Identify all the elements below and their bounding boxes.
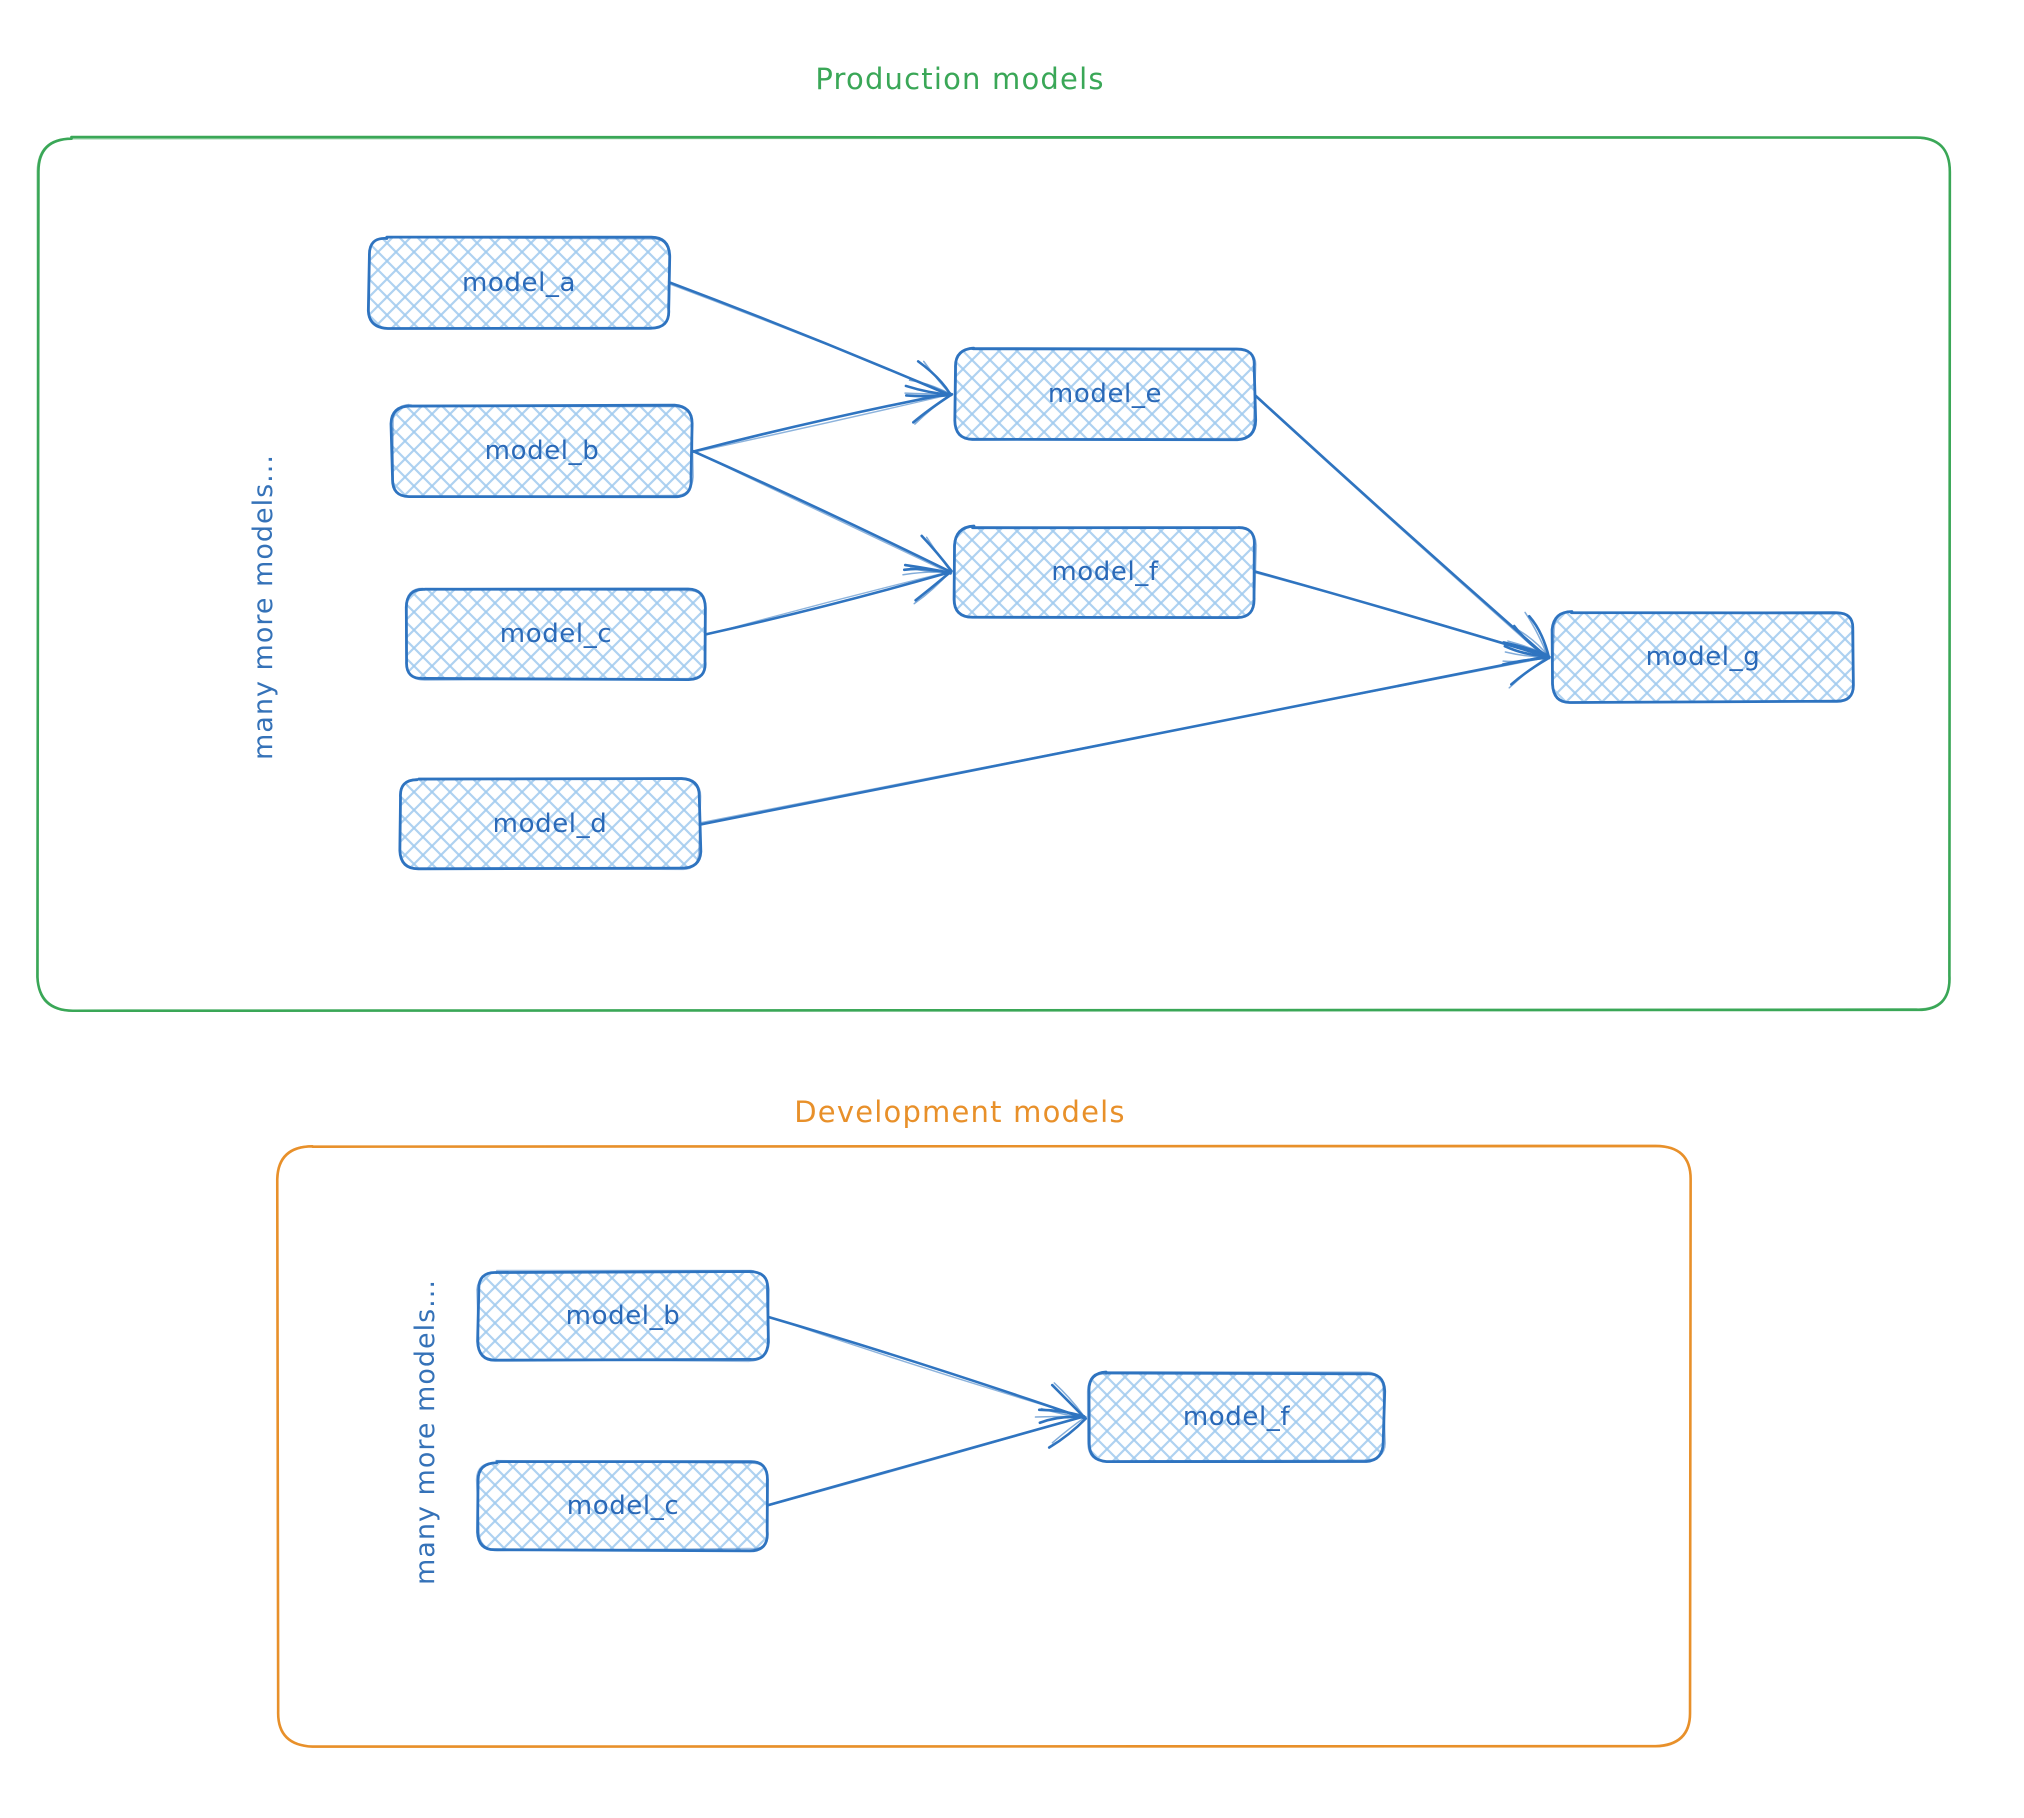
node-model_d[interactable] [398,777,703,871]
group-frames [36,135,1952,1748]
node-model_b[interactable] [389,403,694,499]
edge-model_b-to-model_f [691,449,953,576]
edge-model_b-to-model_e [689,379,954,454]
node-model_e[interactable] [953,346,1258,442]
node-dev_model_c[interactable] [475,1459,769,1553]
group-title-development: Development models [794,1095,1126,1129]
side-note-development: many more models... [410,1279,441,1585]
edge-model_a-to-model_e [666,280,953,398]
node-layer [366,235,1855,1553]
group-title-production: Production models [815,62,1105,96]
edge-layer [666,280,1551,1507]
edge-dev_model_b-to-dev_model_f [766,1315,1087,1425]
edge-model_f-to-model_g [1253,570,1551,666]
edge-model_e-to-model_g [1253,393,1551,660]
side-note-production: many more models... [248,454,279,760]
group-frame-development [275,1144,1692,1748]
edge-model_c-to-model_f [704,563,953,636]
edge-dev_model_c-to-dev_model_f [766,1407,1088,1507]
node-model_g[interactable] [1550,610,1855,704]
node-model_f[interactable] [952,524,1258,619]
node-dev_model_b[interactable] [476,1269,770,1363]
group-frame-production [36,135,1952,1013]
node-model_c[interactable] [404,587,707,682]
node-model_a[interactable] [366,235,672,330]
node-dev_model_f[interactable] [1086,1370,1387,1463]
edge-model_d-to-model_g [697,644,1551,827]
